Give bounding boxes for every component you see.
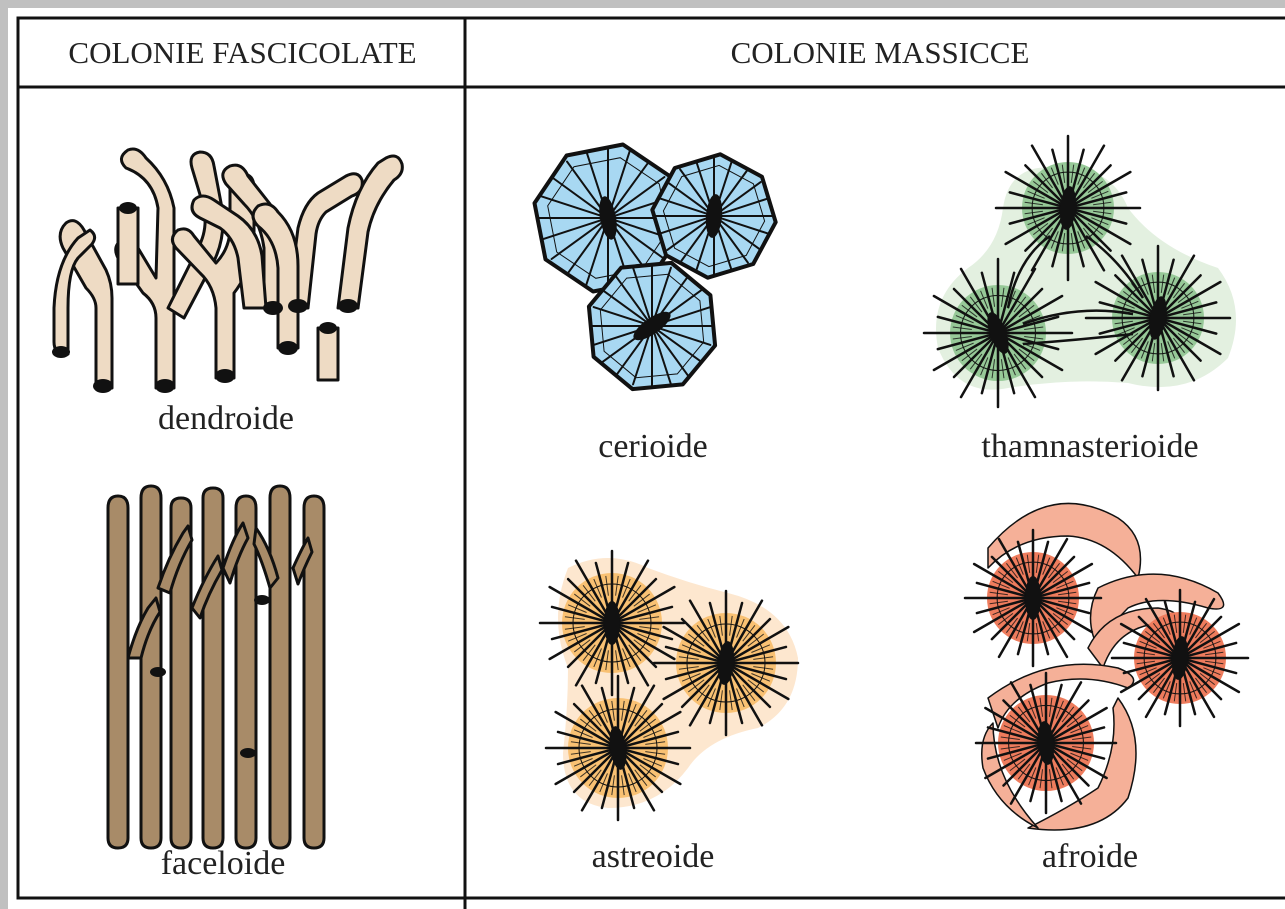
cerioid-corallite-2 (652, 154, 775, 277)
label-astreoid: astreoide (503, 838, 803, 876)
label-phaceloid: faceloide (73, 845, 373, 883)
dendroid-illustration (52, 149, 402, 393)
cerioid-corallite-3 (589, 263, 715, 389)
phaceloid-branches (108, 486, 324, 848)
label-cerioid: cerioide (503, 428, 803, 466)
header-massive: COLONIE MASSICCE (467, 28, 1285, 78)
astreoid-corallite-1-columella (604, 601, 620, 645)
label-thamnasterioid: thamnasterioide (940, 428, 1240, 466)
aphroid-illustration (965, 503, 1248, 830)
aphroid-corallite-1-columella (1025, 576, 1041, 620)
header-fasciculate: COLONIE FASCICOLATE (20, 28, 465, 78)
thamnasterioid-illustration (924, 136, 1236, 407)
label-aphroid: afroide (940, 838, 1240, 876)
label-dendroid: dendroide (76, 400, 376, 438)
aphroid-corallite-1 (965, 530, 1101, 666)
dendroid-branches (54, 149, 402, 388)
diagram-frame: COLONIE FASCICOLATE COLONIE MASSICCE den… (8, 8, 1285, 909)
cerioid-illustration (535, 145, 776, 390)
phaceloid-illustration (108, 486, 324, 848)
astreoid-illustration (540, 551, 798, 820)
